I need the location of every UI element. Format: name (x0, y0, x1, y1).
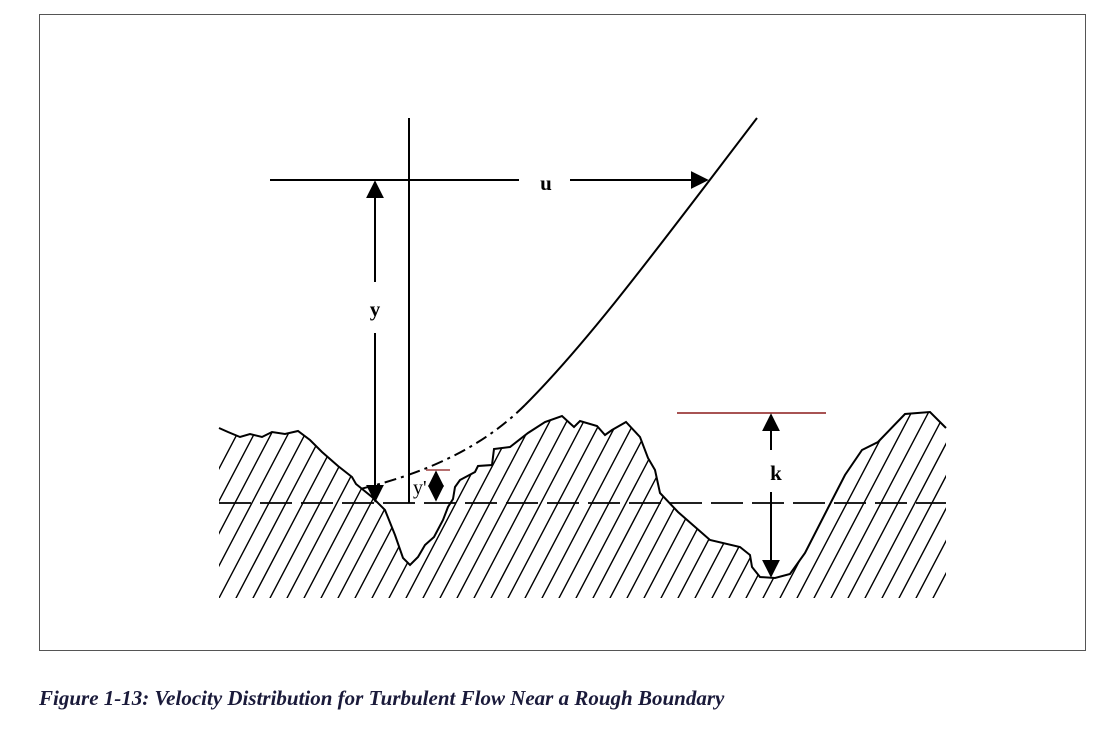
figure-caption: Figure 1-13: Velocity Distribution for T… (39, 686, 725, 710)
figure-frame (39, 14, 1086, 651)
label-y-prime: y' (413, 477, 427, 499)
label-u: u (540, 171, 552, 195)
velocity-profile-curve (524, 117, 758, 406)
boundary-hatching (219, 412, 946, 598)
label-k: k (770, 461, 782, 485)
label-y: y (370, 297, 381, 321)
velocity-profile-dashed (355, 404, 526, 491)
